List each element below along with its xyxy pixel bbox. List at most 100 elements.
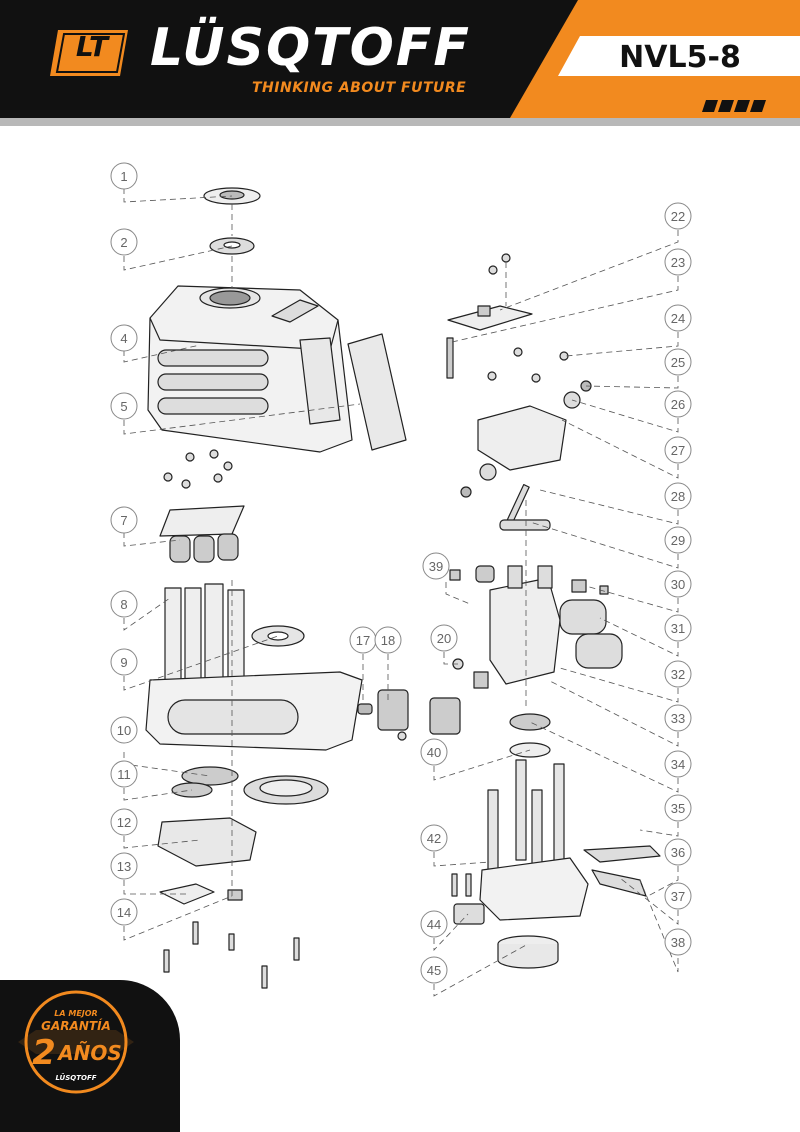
logo-mark: LT bbox=[75, 30, 109, 63]
callout-4: 4 bbox=[110, 324, 138, 352]
part-housing-top-icon bbox=[147, 285, 353, 453]
svg-text:25: 25 bbox=[671, 355, 685, 370]
callout-20: 20 bbox=[430, 624, 458, 652]
callout-2: 2 bbox=[110, 228, 138, 256]
svg-text:23: 23 bbox=[671, 255, 685, 270]
callout-27: 27 bbox=[664, 436, 692, 464]
callout-25: 25 bbox=[664, 348, 692, 376]
svg-text:32: 32 bbox=[671, 667, 685, 682]
svg-text:42: 42 bbox=[427, 831, 441, 846]
part-chassis-icon bbox=[479, 759, 661, 921]
svg-text:45: 45 bbox=[427, 963, 441, 978]
warranty-line2: GARANTÍA bbox=[41, 1018, 111, 1033]
callout-11: 11 bbox=[110, 760, 138, 788]
callout-9: 9 bbox=[110, 648, 138, 676]
svg-text:12: 12 bbox=[117, 815, 131, 830]
warranty-unit: AÑOS bbox=[56, 1041, 122, 1065]
part-pad-disc-icon bbox=[243, 775, 329, 805]
callout-44: 44 bbox=[420, 910, 448, 938]
callout-10: 10 bbox=[110, 716, 138, 744]
svg-text:10: 10 bbox=[117, 723, 131, 738]
svg-text:44: 44 bbox=[427, 917, 441, 932]
callout-39: 39 bbox=[422, 552, 450, 580]
callout-26: 26 bbox=[664, 390, 692, 418]
callout-17: 17 bbox=[349, 626, 377, 654]
part-axis-pins-icon bbox=[499, 484, 551, 531]
svg-text:28: 28 bbox=[671, 489, 685, 504]
svg-text:26: 26 bbox=[671, 397, 685, 412]
svg-text:35: 35 bbox=[671, 801, 685, 816]
svg-text:17: 17 bbox=[356, 633, 370, 648]
part-window-glass-icon bbox=[347, 333, 407, 451]
callout-31: 31 bbox=[664, 614, 692, 642]
svg-text:11: 11 bbox=[117, 767, 131, 782]
stripe-decoration-icon bbox=[702, 100, 766, 112]
callout-37: 37 bbox=[664, 882, 692, 910]
svg-text:8: 8 bbox=[120, 597, 127, 612]
part-battery-door-icon bbox=[357, 689, 409, 741]
callout-23: 23 bbox=[664, 248, 692, 276]
part-pendulum-top-icon bbox=[460, 347, 592, 498]
model-plate bbox=[558, 36, 800, 76]
svg-text:40: 40 bbox=[427, 745, 441, 760]
callout-42: 42 bbox=[420, 824, 448, 852]
part-bottom-screws-icon bbox=[163, 921, 300, 989]
part-laser-board-icon bbox=[446, 253, 533, 379]
warranty-badge: LA MEJOR GARANTÍA 2 AÑOS LÜSQTOFF bbox=[0, 980, 180, 1132]
callout-29: 29 bbox=[664, 526, 692, 554]
model-number: NVL5-8 bbox=[619, 40, 741, 75]
callout-45: 45 bbox=[420, 956, 448, 984]
svg-text:5: 5 bbox=[120, 399, 127, 414]
svg-text:38: 38 bbox=[671, 935, 685, 950]
callout-32: 32 bbox=[664, 660, 692, 688]
svg-text:7: 7 bbox=[120, 513, 127, 528]
warranty-seal-icon bbox=[18, 990, 134, 1094]
brand-name: LÜSQTOFF bbox=[150, 18, 471, 78]
callout-12: 12 bbox=[110, 808, 138, 836]
part-base-housing-icon bbox=[145, 583, 363, 751]
svg-text:27: 27 bbox=[671, 443, 685, 458]
callout-13: 13 bbox=[110, 852, 138, 880]
callout-36: 36 bbox=[664, 838, 692, 866]
part-bottom-plate-icon bbox=[157, 817, 257, 867]
svg-text:1: 1 bbox=[120, 169, 127, 184]
svg-text:24: 24 bbox=[671, 311, 685, 326]
part-screws-icon bbox=[163, 449, 233, 489]
callout-40: 40 bbox=[420, 738, 448, 766]
callouts: 1 2 4 5 7 8 9 10 11 12 13 14 17 18 20 22… bbox=[110, 162, 692, 984]
callout-18: 18 bbox=[374, 626, 402, 654]
callout-30: 30 bbox=[664, 570, 692, 598]
svg-text:33: 33 bbox=[671, 711, 685, 726]
svg-text:36: 36 bbox=[671, 845, 685, 860]
callout-1: 1 bbox=[110, 162, 138, 190]
callout-8: 8 bbox=[110, 590, 138, 618]
svg-text:30: 30 bbox=[671, 577, 685, 592]
callout-24: 24 bbox=[664, 304, 692, 332]
header-background bbox=[0, 0, 800, 126]
part-pcb-springs-icon bbox=[159, 505, 245, 563]
warranty-number: 2 bbox=[32, 1033, 56, 1073]
svg-text:34: 34 bbox=[671, 757, 685, 772]
part-damper-ring-icon bbox=[509, 713, 551, 758]
part-gimbal-block-icon bbox=[429, 565, 623, 735]
warranty-brand: LÜSQTOFF bbox=[55, 1073, 96, 1082]
callout-5: 5 bbox=[110, 392, 138, 420]
svg-text:39: 39 bbox=[429, 559, 443, 574]
svg-text:18: 18 bbox=[381, 633, 395, 648]
callout-33: 33 bbox=[664, 704, 692, 732]
svg-text:2: 2 bbox=[120, 235, 127, 250]
svg-text:20: 20 bbox=[437, 631, 451, 646]
part-switch-icon bbox=[451, 873, 485, 925]
svg-text:22: 22 bbox=[671, 209, 685, 224]
warranty-line1: LA MEJOR bbox=[54, 1009, 97, 1018]
callout-38: 38 bbox=[664, 928, 692, 956]
callout-28: 28 bbox=[664, 482, 692, 510]
svg-text:14: 14 bbox=[117, 905, 131, 920]
svg-text:31: 31 bbox=[671, 621, 685, 636]
part-clip-icon bbox=[159, 883, 243, 905]
svg-text:4: 4 bbox=[120, 331, 127, 346]
part-gears-icon bbox=[171, 766, 239, 798]
callout-35: 35 bbox=[664, 794, 692, 822]
svg-text:29: 29 bbox=[671, 533, 685, 548]
